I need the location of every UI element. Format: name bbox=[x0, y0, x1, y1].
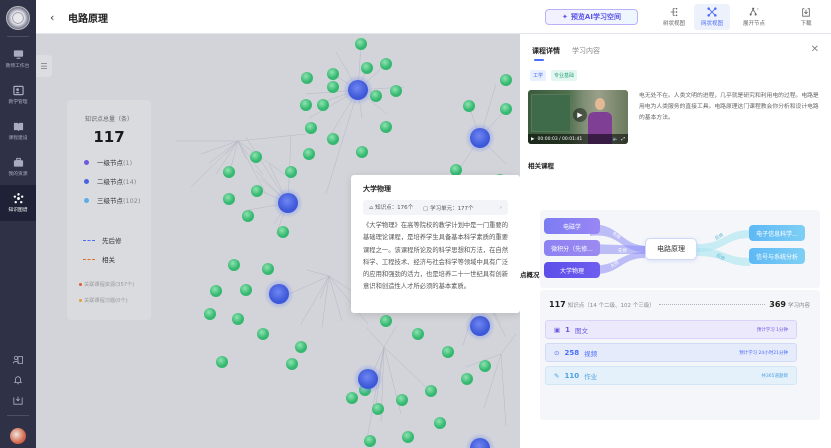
tab-learning-content[interactable]: 学习内容 bbox=[572, 47, 600, 55]
teaching-icon bbox=[12, 85, 24, 96]
legend-level-2: 二级节点(14) bbox=[84, 176, 136, 186]
knowledge-point-count: ⌓ 知识点：176个 bbox=[369, 205, 414, 211]
stats-total: 117 bbox=[93, 128, 125, 146]
legend-related: 相关 bbox=[83, 254, 115, 264]
university-logo bbox=[6, 6, 30, 30]
avatar[interactable] bbox=[10, 428, 26, 444]
preview-ai-space-button[interactable]: ✦ 预览AI学习空间 bbox=[545, 9, 638, 25]
briefcase-icon bbox=[13, 157, 23, 167]
svg-text:先修: 先修 bbox=[609, 258, 621, 269]
dashed-arrow-icon bbox=[83, 239, 95, 241]
collapse-panel-button[interactable]: ☰ bbox=[36, 55, 52, 77]
cap-icon: ⌓ bbox=[369, 205, 376, 211]
page-title: 电路原理 bbox=[68, 14, 108, 25]
video-controls: ▶ 00:00:03 / 00:01:41 🔈 ⤢ bbox=[528, 134, 628, 144]
level-2-dot-icon bbox=[84, 178, 89, 184]
knowledge-graph-canvas[interactable]: ☰ 知识点总量（条） 117 一级节点(1) 二级节点(14) 三级节点(102… bbox=[36, 34, 520, 448]
tag-engineering: 工学 bbox=[530, 70, 547, 81]
postreq-course-electronic-info[interactable]: 电子信息科学... bbox=[749, 225, 805, 241]
monitor-icon bbox=[13, 50, 23, 59]
sidebar-bottom bbox=[7, 355, 29, 444]
flow-connectors: 先修 先修 先修 后修 后修 bbox=[590, 224, 750, 275]
course-detail-panel: 课程详情 学习内容 ✕ 工学 专业基础 ▶ ▶ 00:00:03 / 00:01… bbox=[520, 34, 831, 448]
popup-title: 大学物理 bbox=[363, 185, 391, 193]
sidebar-item-knowledge-graph[interactable]: 知识图谱 bbox=[0, 185, 36, 221]
menu-collapse-icon: ☰ bbox=[40, 61, 48, 71]
svg-text:后修: 后修 bbox=[714, 231, 726, 242]
sidebar-item-teaching-management[interactable]: 教学管理 bbox=[0, 77, 36, 113]
top-bar: ‹ 电路原理 ✦ 预览AI学习空间 树状视图 网状视图 展开节点 下载 bbox=[36, 0, 831, 34]
legend-level-3: 三级节点(102) bbox=[84, 195, 140, 205]
current-course-node: 电路原理 bbox=[645, 238, 697, 260]
homework-icon: ✎ bbox=[554, 371, 560, 380]
blackboard bbox=[531, 94, 571, 132]
unit-icon: ▢ bbox=[423, 205, 431, 212]
linked-exercises[interactable]: 关联课程习题(0个) bbox=[79, 297, 128, 304]
network-view-button[interactable]: 网状视图 bbox=[694, 4, 730, 30]
sidebar-item-course-building[interactable]: 课程建设 bbox=[0, 113, 36, 149]
node-detail-popup: 大学物理 ⌓ 知识点：176个 ▢ 学习单元：177个 › 《大学物理》在高等院… bbox=[351, 175, 520, 313]
prereq-course-calculus[interactable]: 微积分（先修... bbox=[544, 240, 600, 256]
video-time: 00:00:03 / 00:01:41 bbox=[537, 136, 583, 142]
overview-title: 点概况 bbox=[520, 271, 540, 279]
related-courses-diagram: 先修 先修 先修 后修 后修 电磁学 微积分（先修... 大学物理 电路原理 电… bbox=[540, 210, 820, 288]
knowledge-stats-card: 知识点总量（条） 117 一级节点(1) 二级节点(14) 三级节点(102) … bbox=[67, 100, 151, 320]
fullscreen-icon[interactable]: ⤢ bbox=[621, 137, 625, 142]
bell-icon[interactable] bbox=[13, 375, 23, 385]
study-unit-count: ▢ 学习单元：177个 bbox=[423, 205, 474, 212]
legend-level-1: 一级节点(1) bbox=[84, 157, 132, 167]
chevron-right-icon[interactable]: › bbox=[499, 204, 502, 211]
svg-text:先修: 先修 bbox=[618, 247, 627, 254]
download-icon bbox=[802, 8, 810, 17]
tag-professional-basic: 专业基础 bbox=[551, 70, 578, 81]
popup-description: 《大学物理》在高等院校的教学计划中是一门重要的基础理论课程，是培养学生具备基本科… bbox=[363, 222, 508, 291]
tab-course-details[interactable]: 课程详情 bbox=[532, 47, 560, 61]
sidebar-divider bbox=[7, 415, 29, 416]
book-icon bbox=[13, 122, 23, 132]
level-1-dot-icon bbox=[84, 159, 89, 165]
svg-text:后修: 后修 bbox=[715, 252, 727, 263]
course-video-player[interactable]: ▶ ▶ 00:00:03 / 00:01:41 🔈 ⤢ bbox=[528, 90, 628, 144]
sparkle-icon: ✦ bbox=[562, 13, 568, 21]
network-view-icon bbox=[707, 7, 717, 17]
sidebar-divider bbox=[7, 36, 29, 37]
dotted-connector bbox=[658, 304, 766, 305]
play-circle-icon: ⊙ bbox=[554, 348, 560, 357]
related-courses-title: 相关课程 bbox=[528, 162, 554, 170]
stats-label: 知识点总量（条） bbox=[84, 116, 133, 123]
play-small-icon[interactable]: ▶ bbox=[531, 136, 535, 142]
image-icon: ▣ bbox=[554, 325, 561, 334]
download-button[interactable]: 下载 bbox=[788, 4, 824, 30]
user-chart-icon[interactable] bbox=[13, 355, 23, 365]
expand-nodes-icon bbox=[749, 7, 759, 16]
dashed-line-icon bbox=[83, 258, 95, 260]
expand-nodes-button[interactable]: 展开节点 bbox=[736, 4, 772, 30]
tree-view-icon bbox=[670, 7, 678, 17]
graph-icon bbox=[13, 193, 23, 204]
prereq-course-physics[interactable]: 大学物理 bbox=[544, 262, 600, 278]
prereq-course-electromagnetism[interactable]: 电磁学 bbox=[544, 218, 600, 234]
legend-prerequisite: 先后修 bbox=[83, 235, 122, 245]
popup-meta-bar[interactable]: ⌓ 知识点：176个 ▢ 学习单元：177个 › bbox=[363, 200, 508, 215]
tree-view-button[interactable]: 树状视图 bbox=[656, 4, 692, 30]
postreq-course-signals[interactable]: 信号与系统分析 bbox=[749, 248, 805, 264]
sidebar: 教师工作台 教学管理 课程建设 我的资源 知识图谱 bbox=[0, 0, 36, 448]
play-icon[interactable]: ▶ bbox=[573, 108, 587, 122]
volume-icon[interactable]: 🔈 bbox=[612, 136, 619, 142]
svg-text:先修: 先修 bbox=[611, 230, 623, 241]
level-3-dot-icon bbox=[84, 197, 89, 203]
course-description: 电无处不在。人类文明的进程，几乎就是研究和利用电的过程。电路是用电为人类服务的直… bbox=[639, 93, 819, 121]
inbox-download-icon[interactable] bbox=[13, 395, 23, 405]
sidebar-item-my-resources[interactable]: 我的资源 bbox=[0, 149, 36, 185]
linked-resources[interactable]: 关联课程资源(357个) bbox=[79, 281, 134, 288]
back-chevron-icon[interactable]: ‹ bbox=[50, 11, 55, 24]
sidebar-item-teacher-workbench[interactable]: 教师工作台 bbox=[0, 41, 36, 77]
close-icon[interactable]: ✕ bbox=[810, 44, 819, 55]
